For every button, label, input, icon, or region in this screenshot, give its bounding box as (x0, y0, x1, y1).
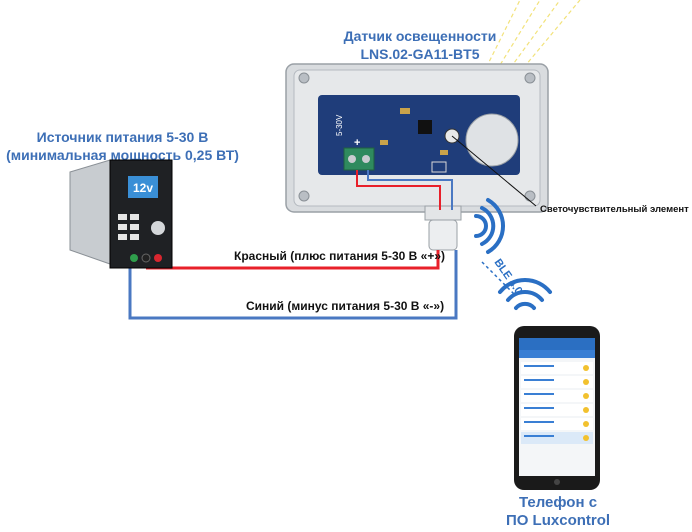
photo-element-label: Светочувствительный элемент (540, 204, 689, 215)
phone-list-item-text (524, 407, 554, 409)
chip (418, 120, 432, 134)
cable-gland (424, 205, 462, 221)
red-wire-label: Красный (плюс питания 5-30 В «+») (234, 249, 446, 263)
phone-home-button (554, 479, 560, 485)
phone-list-item[interactable] (521, 418, 593, 430)
sensor-title: Датчик освещенности LNS.02-GA11-BT5 (300, 27, 540, 63)
phone-list-item[interactable] (521, 432, 593, 444)
psu-display-value: 12v (133, 181, 153, 195)
psu-terminal-red (154, 254, 162, 262)
ble-link-dashes (481, 261, 515, 295)
phone-list-item-text (524, 379, 554, 381)
phone-list-item-text (524, 365, 554, 367)
psu-terminal-green (130, 254, 138, 262)
wifi-signal-icon-phone (498, 278, 552, 310)
blue-wire-label: Синий (минус питания 5-30 В «-») (246, 299, 445, 313)
phone-list (521, 362, 593, 444)
battery-holder (465, 113, 519, 167)
power-supply-device: 12v (69, 159, 173, 269)
internal-blue-wire (367, 170, 453, 210)
blue-wire (128, 250, 458, 320)
lightbulb-icon (583, 435, 589, 441)
psu-display (128, 176, 158, 198)
phone-list-item[interactable] (521, 376, 593, 388)
phone-list-item-text (524, 393, 554, 395)
phone-list-item[interactable] (521, 362, 593, 374)
phone-device (514, 326, 600, 490)
sensor-title-line1: Датчик освещенности (343, 28, 497, 44)
phone-title: Телефон с ПО Luxcontrol (480, 494, 636, 530)
terminal-block (343, 147, 375, 171)
red-wire (146, 250, 440, 270)
lightbulb-icon (583, 379, 589, 385)
phone-list-item-text (524, 421, 554, 423)
phone-app-header (519, 338, 595, 350)
power-supply-title-line1: Источник питания 5-30 В (36, 129, 209, 145)
lightbulb-icon (583, 365, 589, 371)
phone-list-item-text (524, 435, 554, 437)
pcb-voltage-label: 5-30V (335, 114, 344, 136)
pcb-plus-label: + (354, 137, 360, 149)
phone-list-item[interactable] (521, 390, 593, 402)
psu-terminal-black (141, 253, 151, 263)
lightbulb-icon (583, 407, 589, 413)
sensor-enclosure: 5-30V + (285, 63, 549, 251)
psu-knob (151, 221, 165, 235)
wifi-signal-icon-sensor (474, 198, 506, 254)
internal-red-wire (356, 170, 441, 210)
power-supply-title-line2: (минимальная мощность 0,25 ВТ) (6, 147, 239, 163)
phone-list-item[interactable] (521, 404, 593, 416)
photo-pointer-line (451, 135, 537, 207)
phone-title-line1: Телефон с (518, 494, 598, 511)
phone-title-line2: ПО Luxcontrol (505, 512, 611, 529)
lightbulb-icon (583, 393, 589, 399)
lightbulb-icon (583, 421, 589, 427)
sensor-title-line2: LNS.02-GA11-BT5 (360, 46, 480, 62)
power-supply-title: Источник питания 5-30 В (минимальная мощ… (0, 128, 245, 164)
